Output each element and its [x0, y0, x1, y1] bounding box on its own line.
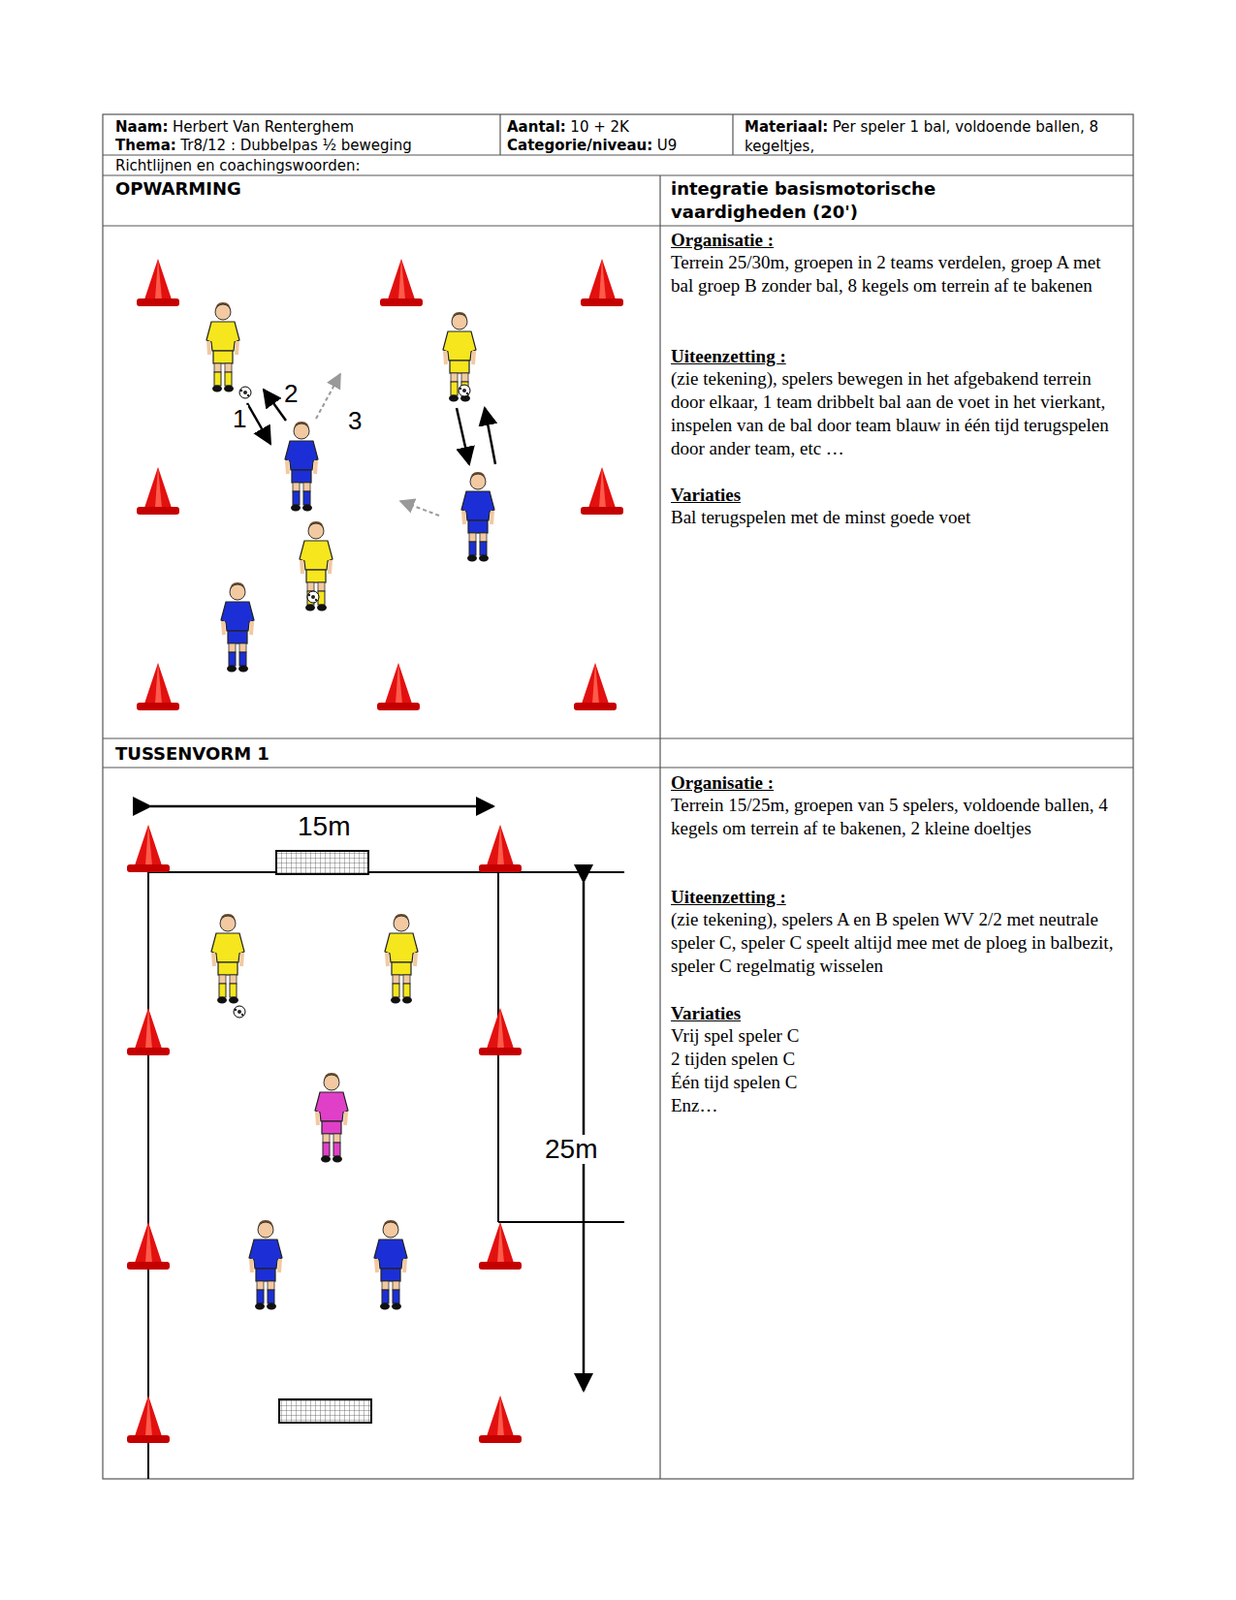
list-item: Enz…	[670, 1094, 1122, 1118]
field-drawing	[126, 806, 625, 1480]
field-name: Naam:	[115, 118, 168, 136]
callout-number: 2	[282, 380, 300, 408]
field-name: Categorie/niveau:	[507, 136, 653, 155]
header-field: Materiaal:Per speler 1 bal, voldoende ba…	[744, 117, 1113, 157]
block-text: Bal terugspelen met de minst goede voet	[670, 506, 1122, 530]
block-text: (zie tekening), spelers bewegen in het a…	[670, 367, 1122, 461]
block-heading: Uiteenzetting :	[670, 886, 1122, 910]
field-name: Aantal:	[507, 118, 567, 136]
block-text: (zie tekening), spelers A en B spelen WV…	[670, 908, 1122, 979]
field-name: Materiaal:	[744, 118, 828, 136]
dimension-label: 15m	[295, 812, 352, 842]
block-text: Terrein 15/25m, groepen van 5 spelers, v…	[670, 793, 1122, 841]
field-name: Thema:	[115, 136, 177, 155]
block-heading: Organisatie :	[670, 771, 1122, 795]
callout-number: 1	[230, 405, 249, 433]
section-subheading: integratie basismotorische vaardigheden …	[670, 177, 991, 224]
section-heading: TUSSENVORM 1	[115, 742, 504, 766]
field-value: U9	[657, 136, 678, 155]
list-item: Vrij spel speler C	[670, 1024, 1122, 1048]
field-value: 10 + 2K	[570, 118, 630, 136]
list-item: Één tijd spelen C	[670, 1071, 1122, 1095]
block-text: Terrein 25/30m, groepen in 2 teams verde…	[670, 251, 1122, 298]
list-item: 2 tijden spelen C	[670, 1047, 1122, 1072]
callout-number: 3	[346, 407, 364, 435]
block-heading: Variaties	[670, 483, 1122, 508]
dimension-label: 25m	[542, 1135, 600, 1165]
table-grid	[102, 114, 1134, 1480]
header-field: Aantal:10 + 2K	[507, 117, 730, 137]
row-heading: Richtlijnen en coachingswoorden:	[115, 156, 639, 176]
header-field: Naam:Herbert Van Renterghem	[115, 117, 494, 137]
block-heading: Variaties	[670, 1002, 1122, 1026]
block-heading: Organisatie :	[670, 228, 1122, 253]
section-heading: OPWARMING	[115, 177, 504, 201]
block-heading: Uiteenzetting :	[670, 345, 1122, 369]
header-field: Thema:Tr8/12 : Dubbelpas ½ beweging	[115, 135, 494, 156]
field-value: Tr8/12 : Dubbelpas ½ beweging	[180, 136, 412, 155]
warmup-drawing	[136, 258, 624, 711]
field-value: Herbert Van Renterghem	[172, 118, 354, 136]
header-field: Categorie/niveau:U9	[507, 135, 730, 156]
